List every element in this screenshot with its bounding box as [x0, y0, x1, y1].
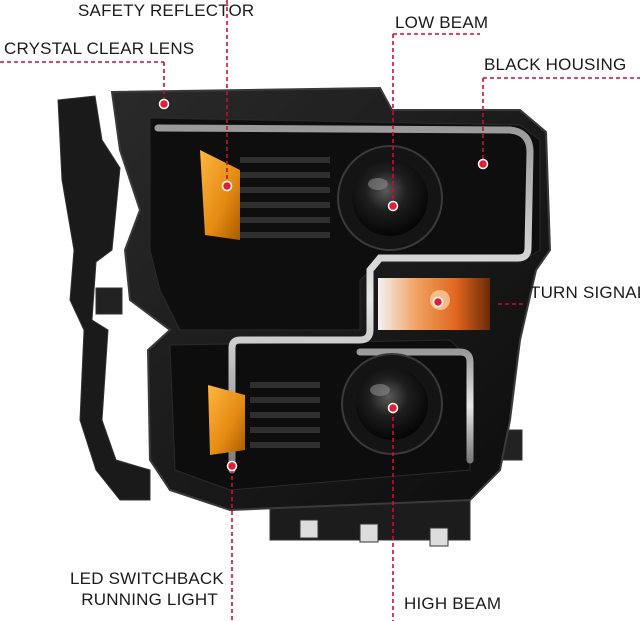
- low-beam-projector: [337, 145, 443, 251]
- label-black-housing: BLACK HOUSING: [484, 55, 627, 74]
- label-crystal-clear-lens: CRYSTAL CLEAR LENS: [4, 39, 195, 58]
- amber-reflector-lower: [208, 385, 245, 455]
- marker-black-housing: [477, 158, 489, 170]
- label-led-switchback-line2: RUNNING LIGHT: [81, 590, 218, 609]
- marker-low-beam: [387, 200, 399, 212]
- mounting-bracket: [57, 95, 523, 547]
- label-turn-signal: TURN SIGNAL: [530, 283, 640, 302]
- label-safety-reflector: SAFETY REFLECTOR: [78, 1, 255, 20]
- marker-crystal-clear-lens: [158, 98, 170, 110]
- callout-markers: [158, 98, 489, 472]
- marker-high-beam: [387, 402, 399, 414]
- label-high-beam: HIGH BEAM: [404, 594, 502, 613]
- marker-safety-reflector: [221, 180, 233, 192]
- marker-turn-signal: [432, 296, 444, 308]
- label-led-switchback-line1: LED SWITCHBACK: [70, 569, 224, 588]
- marker-led-switchback: [226, 460, 238, 472]
- label-led-switchback: LED SWITCHBACK RUNNING LIGHT: [70, 568, 224, 610]
- label-low-beam: LOW BEAM: [395, 13, 489, 32]
- led-switchback-bar: [154, 124, 534, 474]
- amber-reflector-upper: [200, 150, 240, 240]
- reflector-fins: [240, 157, 330, 448]
